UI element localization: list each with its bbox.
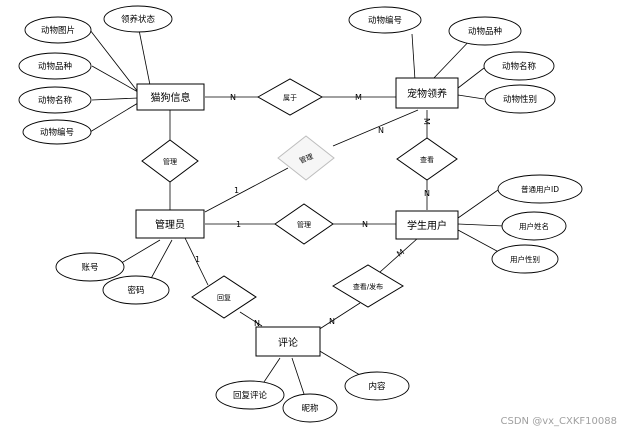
attr-stu-account: 普通用户ID <box>497 174 583 204</box>
attr-adm-password: 密码 <box>102 275 170 305</box>
attr-cmt-reply-label: 回复评论 <box>233 390 268 401</box>
relation-belongs: 属于 <box>256 78 324 116</box>
attr-adm-account-label: 账号 <box>81 263 98 273</box>
attr-cat-name-label: 动物名称 <box>38 95 73 106</box>
attr-stu-name: 用户姓名 <box>501 211 567 241</box>
attr-cmt-nick: 昵称 <box>282 393 338 423</box>
cardinality-stu-manage: N <box>362 220 368 229</box>
relation-view-label: 查看 <box>420 155 434 164</box>
attr-pet-breed: 动物品种 <box>448 16 522 46</box>
attr-cmt-nick-label: 昵称 <box>301 403 319 414</box>
attr-stu-gender-label: 用户性别 <box>510 254 540 264</box>
watermark: CSDN @vx_CXKF10088 <box>501 416 617 427</box>
attr-stu-gender: 用户性别 <box>491 244 559 274</box>
entity-cat-info: 猫狗信息 <box>136 83 205 111</box>
entity-pet-adopt-label: 宠物领养 <box>407 87 447 100</box>
relation-reply-label: 回复 <box>217 293 231 302</box>
attr-stu-account-label: 普通用户ID <box>521 184 559 194</box>
attr-cat-status-label: 领养状态 <box>121 14 156 25</box>
entity-student: 学生用户 <box>395 210 459 240</box>
cardinality-comment-reply: N <box>254 319 260 328</box>
entity-admin-label: 管理员 <box>155 218 185 231</box>
cardinality-pet-view: M <box>422 118 431 125</box>
attr-stu-name-label: 用户姓名 <box>519 221 549 231</box>
cardinality-pet-belongs: M <box>355 93 362 102</box>
entity-comment-label: 评论 <box>278 336 298 349</box>
attr-adm-password-label: 密码 <box>127 285 144 296</box>
attr-cat-id: 动物编号 <box>22 119 92 145</box>
attr-pet-gender-label: 动物性别 <box>503 94 537 105</box>
attr-cat-breed: 动物品种 <box>18 52 92 80</box>
relation-manage-mid-label: 管理 <box>297 220 311 229</box>
entity-student-label: 学生用户 <box>407 219 447 232</box>
attr-cat-photo: 动物图片 <box>24 16 92 44</box>
attr-pet-id: 动物编号 <box>348 6 422 34</box>
cardinality-pet-diag: N <box>378 126 384 135</box>
attr-pet-id-label: 动物编号 <box>368 15 402 26</box>
cardinality-comment-post: N <box>329 317 335 326</box>
relation-manage-left-label: 管理 <box>163 157 177 166</box>
attr-pet-name: 动物名称 <box>483 51 555 81</box>
relation-view: 查看 <box>396 137 458 181</box>
cardinality-admin-manage: 1 <box>236 220 241 229</box>
attr-cat-id-label: 动物编号 <box>40 127 74 138</box>
relation-manage-mid: 管理 <box>274 203 334 245</box>
cardinality-stu-post: M <box>395 247 406 258</box>
relation-manage-left: 管理 <box>141 139 199 183</box>
cardinality-stu-view: N <box>424 189 430 198</box>
attr-cmt-content: 内容 <box>344 371 410 401</box>
attr-cat-breed-label: 动物品种 <box>38 61 72 72</box>
attr-cmt-reply: 回复评论 <box>215 380 285 410</box>
attr-pet-gender: 动物性别 <box>484 84 556 114</box>
cardinality-admin-reply: 1 <box>195 255 200 264</box>
entity-pet-adopt: 宠物领养 <box>395 77 459 109</box>
attr-cat-status: 领养状态 <box>103 5 173 33</box>
entity-comment: 评论 <box>255 326 321 357</box>
entity-cat-info-label: 猫狗信息 <box>151 91 191 104</box>
attr-cat-photo-label: 动物图片 <box>41 25 75 36</box>
attr-adm-account: 账号 <box>55 252 125 282</box>
relation-view-post-label: 查看/发布 <box>353 282 383 291</box>
attr-pet-name-label: 动物名称 <box>502 61 537 72</box>
relation-manage-diag: 管理 <box>277 135 335 181</box>
relation-belongs-label: 属于 <box>283 94 297 102</box>
cardinality-cat-belongs: N <box>230 93 236 102</box>
cardinality-admin-diag: 1 <box>234 186 239 195</box>
relation-view-post: 查看/发布 <box>332 264 404 308</box>
relation-reply: 回复 <box>191 275 257 319</box>
attr-pet-breed-label: 动物品种 <box>468 26 502 37</box>
attr-cmt-content-label: 内容 <box>368 381 386 392</box>
attr-cat-name: 动物名称 <box>18 86 92 114</box>
entity-admin: 管理员 <box>135 209 205 239</box>
